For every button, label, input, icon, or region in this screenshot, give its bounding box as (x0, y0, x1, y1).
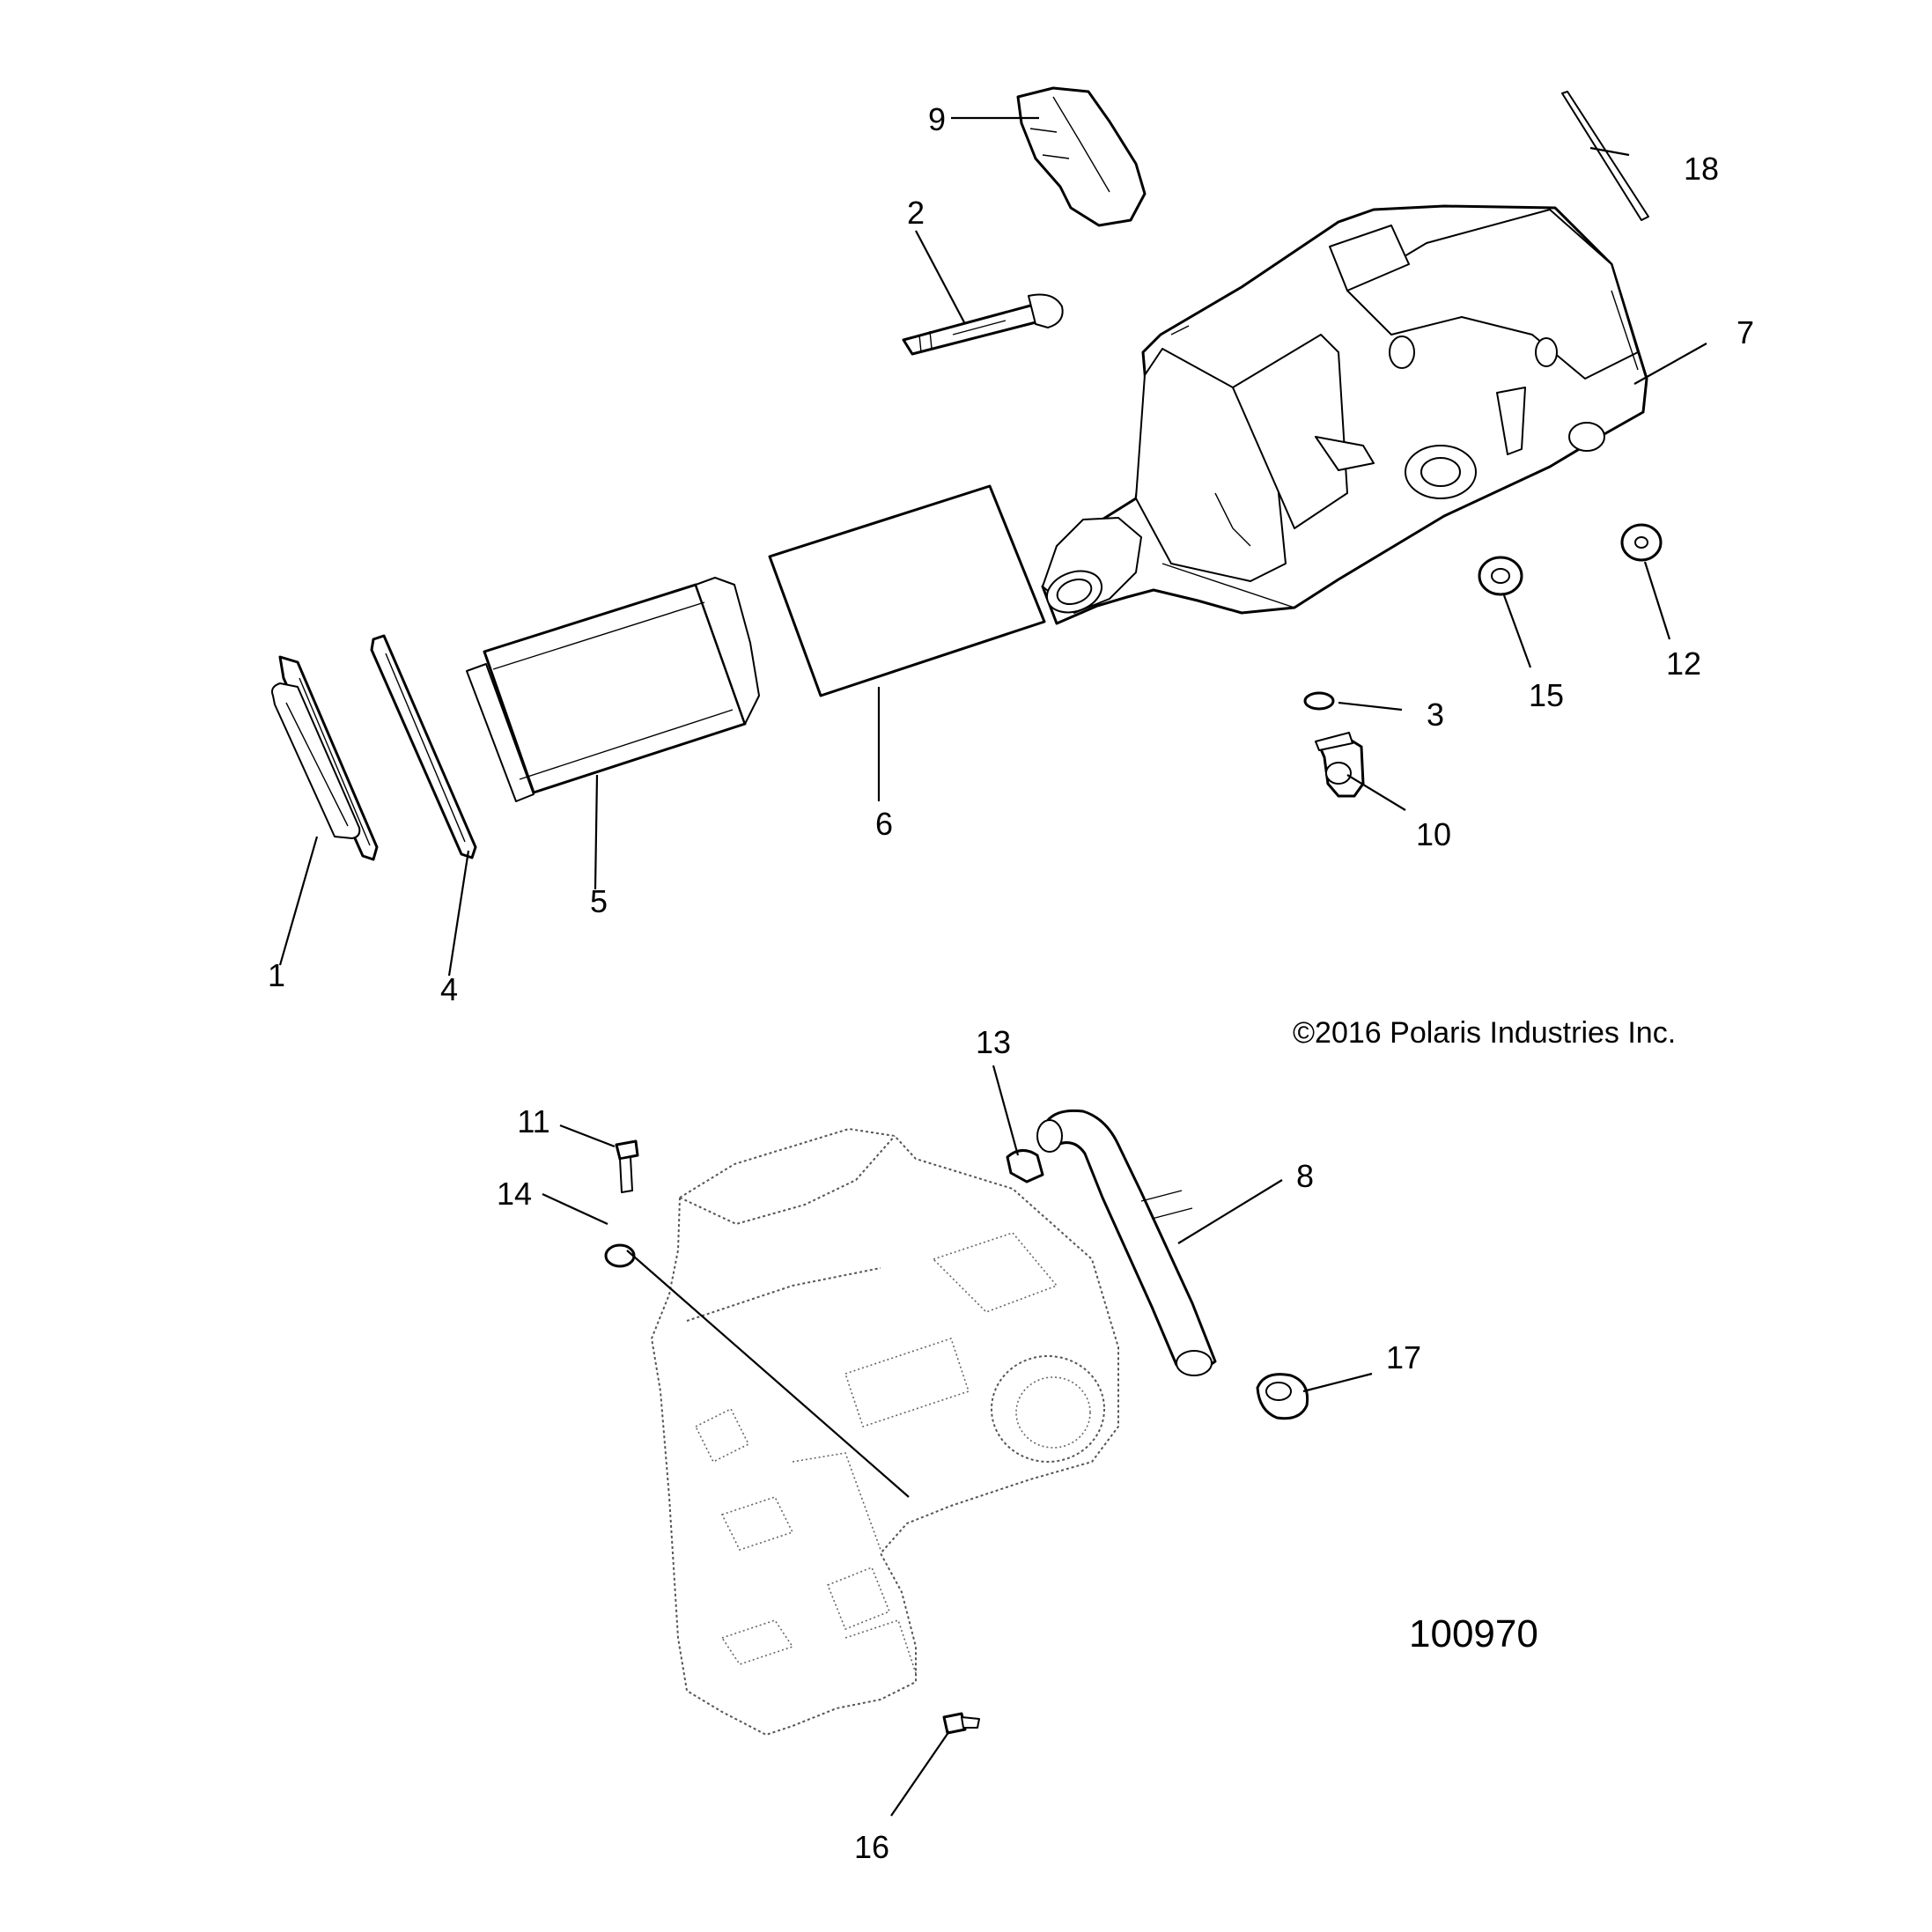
part-13-hose-clamp (1006, 1149, 1044, 1184)
leader-14b (626, 1250, 910, 1498)
callout-13: 13 (976, 1024, 1011, 1060)
callout-16: 16 (854, 1829, 889, 1865)
part-8-breather-hose (1036, 1109, 1217, 1376)
callout-2: 2 (907, 195, 925, 231)
part-18-seal-strip (1561, 91, 1649, 221)
callout-15: 15 (1529, 677, 1564, 713)
leader-17 (1302, 1372, 1373, 1393)
part-15-grommet (1478, 556, 1523, 596)
leader-lines (278, 116, 1707, 1817)
leader-8 (1177, 1179, 1283, 1244)
callout-5: 5 (590, 883, 608, 919)
callout-11: 11 (517, 1103, 549, 1139)
callout-10: 10 (1416, 816, 1451, 852)
part-10-drain-valve (1315, 732, 1365, 798)
callout-7: 7 (1737, 314, 1754, 350)
part-2-strap (902, 293, 1064, 356)
leader-7 (1633, 343, 1707, 385)
part-5-air-filter (466, 577, 760, 802)
part-6-pre-filter (768, 484, 1046, 697)
callout-17: 17 (1386, 1339, 1421, 1375)
callout-18: 18 (1684, 151, 1719, 187)
leader-12 (1643, 561, 1671, 640)
callout-3: 3 (1427, 697, 1444, 733)
part-3-o-ring (1303, 691, 1335, 711)
part-12-grommet (1620, 523, 1663, 562)
callout-4: 4 (440, 971, 458, 1007)
copyright-notice: ©2016 Polaris Industries Inc. (1293, 1016, 1676, 1050)
leader-11 (559, 1124, 616, 1148)
part-17-hose-clamp (1256, 1373, 1309, 1420)
leader-3 (1338, 701, 1403, 712)
leader-5 (594, 774, 599, 890)
leader-2 (915, 230, 966, 325)
part-14-washer (604, 1243, 636, 1268)
part-16-bolt (942, 1712, 980, 1735)
callout-8: 8 (1296, 1158, 1314, 1194)
leader-13 (992, 1065, 1020, 1156)
callout-12: 12 (1666, 645, 1701, 682)
leader-18 (1589, 146, 1630, 157)
part-4-gasket (370, 634, 477, 859)
leader-15 (1502, 594, 1532, 668)
leader-16 (890, 1730, 950, 1817)
callout-14: 14 (497, 1176, 532, 1212)
callout-6: 6 (875, 806, 893, 842)
part-7-airbox-base (1041, 204, 1648, 625)
callout-labels: 1 2 3 4 5 6 7 8 9 10 11 12 13 14 15 16 1… (268, 101, 1754, 1865)
leader-14 (542, 1193, 608, 1225)
leader-1 (278, 836, 319, 966)
assembled-airbox-ghost (650, 1127, 1119, 1737)
leader-4 (447, 850, 470, 977)
part-11-bolt (615, 1139, 639, 1193)
figure-number: 100970 (1409, 1612, 1538, 1655)
part-9-latch-cover (1016, 86, 1147, 227)
leader-10 (1346, 774, 1406, 811)
callout-9: 9 (928, 101, 946, 137)
part-1-airbox-cover (271, 655, 379, 861)
callout-1: 1 (268, 957, 285, 993)
